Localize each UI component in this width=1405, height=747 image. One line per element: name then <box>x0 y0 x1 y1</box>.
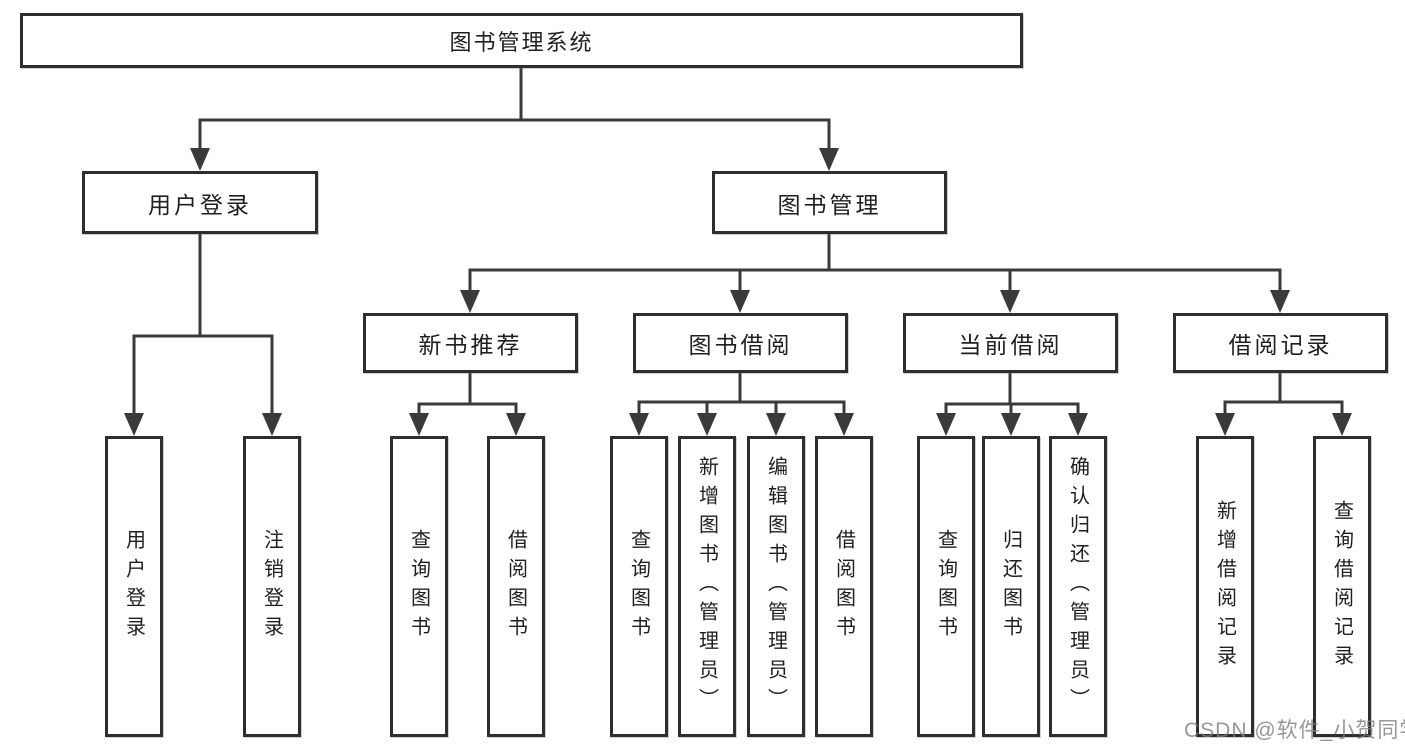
leaf-borrow-books: 借阅图书 <box>487 436 545 737</box>
leaf-confirm-return-admin: 确认归还（管理员） <box>1049 436 1107 737</box>
leaf-query-books: 查询图书 <box>610 436 668 737</box>
leaf-add-book-admin: 新增图书（管理员） <box>678 436 736 737</box>
csdn-watermark: CSDN @软件_小贺同学 <box>1184 719 1405 742</box>
node-label: 注销登录 <box>260 528 283 645</box>
node-label: 当前借阅 <box>958 332 1063 358</box>
leaf-return-books: 归还图书 <box>982 436 1040 737</box>
node-label: 新增借阅记录 <box>1213 499 1236 674</box>
leaf-logout: 注销登录 <box>243 436 301 737</box>
leaf-add-borrow-record: 新增借阅记录 <box>1196 436 1254 737</box>
node-label: 查询图书 <box>407 528 430 645</box>
node-label: 图书借阅 <box>688 332 793 358</box>
node-book-management: 图书管理 <box>712 171 947 234</box>
leaf-query-books: 查询图书 <box>390 436 448 737</box>
leaf-query-books: 查询图书 <box>917 436 975 737</box>
node-label: 新书推荐 <box>418 332 523 358</box>
node-borrow-records: 借阅记录 <box>1173 313 1388 373</box>
node-new-book-recommend: 新书推荐 <box>363 313 578 373</box>
node-label: 新增图书（管理员） <box>695 456 718 717</box>
node-label: 确认归还（管理员） <box>1066 456 1089 717</box>
node-user-login: 用户登录 <box>82 171 318 234</box>
leaf-borrow-books: 借阅图书 <box>815 436 873 737</box>
node-label: 用户登录 <box>122 528 145 645</box>
node-label: 查询图书 <box>934 528 957 645</box>
node-label: 借阅图书 <box>504 528 527 645</box>
node-label: 借阅图书 <box>832 528 855 645</box>
node-label: 编辑图书（管理员） <box>764 456 787 717</box>
leaf-user-login: 用户登录 <box>105 436 163 737</box>
node-label: 归还图书 <box>999 528 1022 645</box>
leaf-edit-book-admin: 编辑图书（管理员） <box>747 436 805 737</box>
node-current-borrow: 当前借阅 <box>903 313 1118 373</box>
node-label: 用户登录 <box>148 191 252 218</box>
node-library-management-system: 图书管理系统 <box>20 13 1023 68</box>
node-label: 图书管理 <box>777 191 882 218</box>
node-book-borrow: 图书借阅 <box>633 313 848 373</box>
node-label: 查询借阅记录 <box>1330 499 1353 674</box>
node-label: 借阅记录 <box>1228 332 1333 358</box>
leaf-query-borrow-record: 查询借阅记录 <box>1313 436 1371 737</box>
node-label: 查询图书 <box>627 528 650 645</box>
node-label: 图书管理系统 <box>449 29 594 55</box>
